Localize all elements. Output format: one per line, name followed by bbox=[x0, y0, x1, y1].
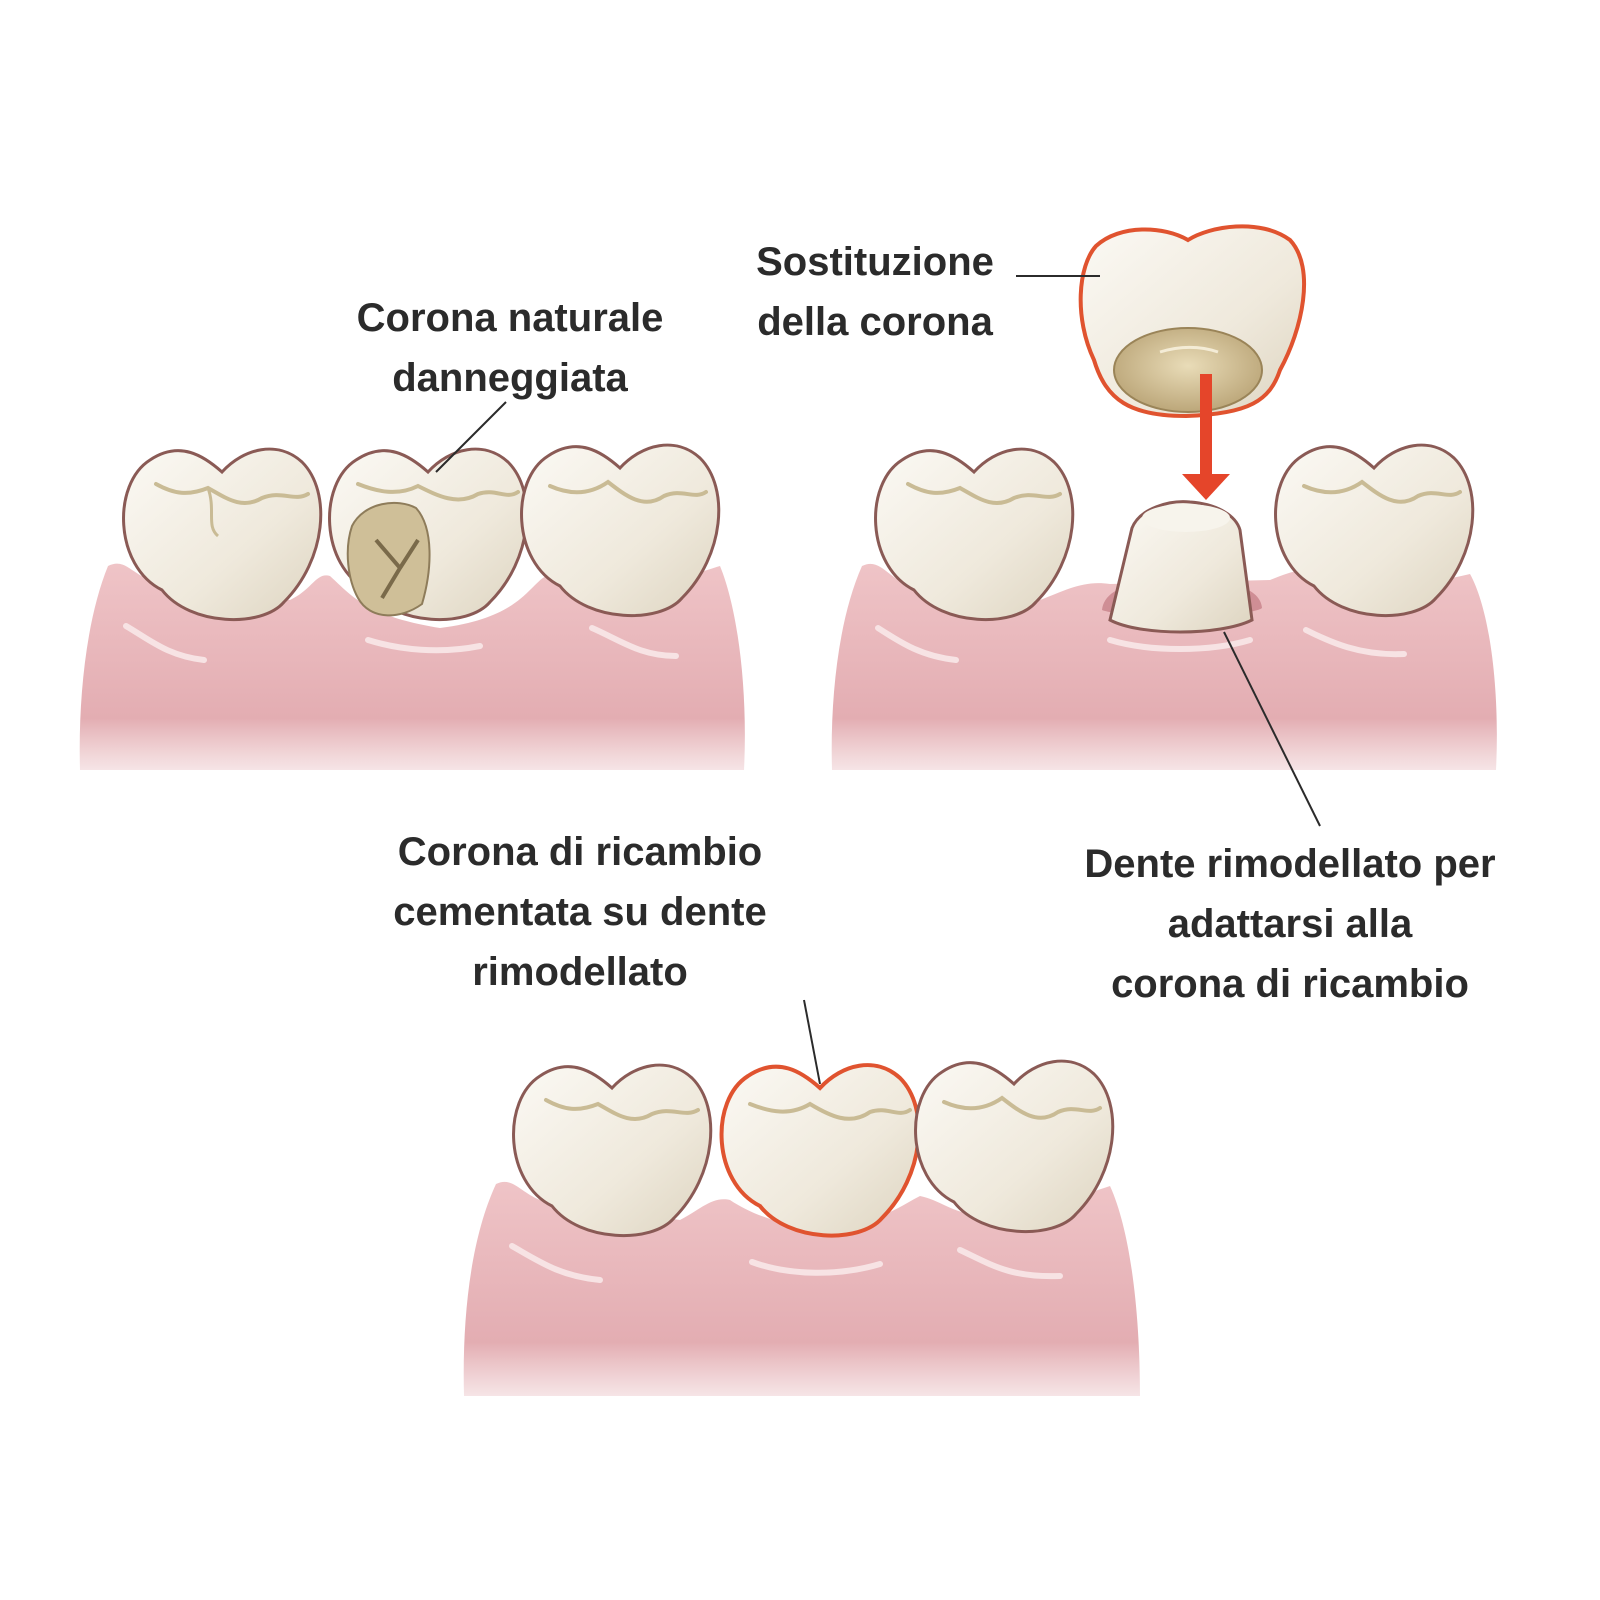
label-cemented-line1: Corona di ricambio bbox=[397, 830, 763, 874]
panel-cemented-crown bbox=[463, 999, 1141, 1396]
panel-crown-replacement bbox=[831, 224, 1497, 827]
molar-damaged bbox=[328, 447, 529, 622]
leader-line-damaged bbox=[435, 401, 507, 473]
gum-highlight bbox=[123, 623, 679, 663]
label-damaged-line1: Corona naturale bbox=[356, 296, 664, 340]
molar-left bbox=[874, 447, 1075, 622]
leader-line-reshaped bbox=[1223, 631, 1321, 827]
leader-line-cemented bbox=[803, 999, 821, 1085]
molar-crowned bbox=[719, 1063, 921, 1238]
label-damaged-line2: danneggiata bbox=[392, 356, 628, 400]
gum-highlight bbox=[509, 1243, 1063, 1283]
label-damaged-crown: Corona naturale danneggiata bbox=[340, 288, 680, 408]
label-crown-line2: della corona bbox=[757, 300, 993, 344]
label-crown-line1: Sostituzione bbox=[756, 240, 994, 284]
label-cemented-line3: rimodellato bbox=[472, 950, 688, 994]
panel-damaged-crown bbox=[79, 401, 745, 770]
down-arrow bbox=[1182, 374, 1230, 500]
label-cemented-line2: cementata su dente bbox=[393, 890, 767, 934]
label-reshaped-line1: Dente rimodellato per bbox=[1084, 842, 1496, 886]
label-reshaped-line3: corona di ricambio bbox=[1111, 962, 1469, 1006]
label-cemented-crown: Corona di ricambio cementata su dente ri… bbox=[370, 822, 790, 1002]
molar-right bbox=[520, 443, 721, 618]
crown-cavity bbox=[1113, 327, 1263, 413]
molar-right bbox=[1274, 443, 1475, 618]
label-crown-replacement: Sostituzione della corona bbox=[740, 232, 1010, 352]
reshaped-tooth bbox=[1108, 500, 1254, 634]
molar-left bbox=[512, 1063, 713, 1238]
decay-area bbox=[346, 501, 431, 617]
label-reshaped-tooth: Dente rimodellato per adattarsi alla cor… bbox=[1060, 834, 1520, 1014]
molar-left bbox=[122, 447, 323, 622]
replacement-crown-cap bbox=[1078, 224, 1307, 419]
gum-highlight bbox=[875, 625, 1407, 663]
molar-right bbox=[914, 1059, 1115, 1234]
label-reshaped-line2: adattarsi alla bbox=[1167, 902, 1413, 946]
